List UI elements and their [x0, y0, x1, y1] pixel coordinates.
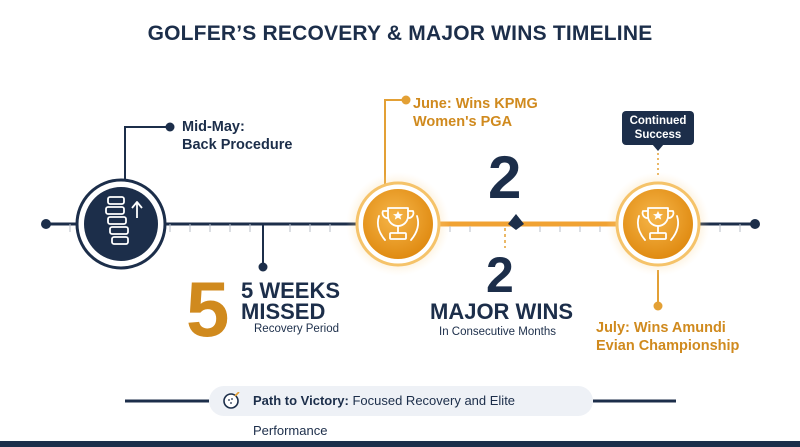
july-dot: [653, 301, 663, 311]
timeline-end-dot: [750, 219, 760, 229]
timeline-start-dot: [41, 219, 51, 229]
path-to-victory-banner: Path to Victory: Focused Recovery and El…: [209, 386, 593, 438]
page-title: GOLFER’S RECOVERY & MAJOR WINS TIMELINE: [147, 22, 653, 45]
mid-may-line1: Mid-May:: [182, 119, 245, 135]
trophy-icon: [376, 207, 420, 241]
june-label: June: Wins KPMG Women's PGA: [413, 95, 538, 131]
june-dot: [401, 95, 411, 105]
weeks-line1: 5 WEEKS: [241, 278, 341, 303]
continued-success-bubble: Continued Success: [622, 111, 694, 145]
june-connector: [384, 99, 405, 185]
major-wins-number: 2: [486, 247, 514, 303]
footer-text: Focused Recovery and Elite Performance: [253, 393, 516, 438]
continued-line2: Success: [634, 129, 682, 141]
consecutive-caption: In Consecutive Months: [439, 326, 556, 338]
wins-top-number: 2: [488, 144, 522, 211]
mid-may-dot: [165, 122, 175, 132]
continued-line1: Continued: [629, 115, 687, 127]
june-trophy-node: [346, 172, 450, 276]
timeline-ticks: [69, 224, 741, 232]
weeks-line2: MISSED: [241, 299, 326, 324]
bubble-tail: [652, 144, 664, 151]
wins-marker-triangle: [508, 214, 524, 230]
golf-ball-icon: [223, 392, 240, 409]
weeks-missed-label: 5 WEEKS MISSED: [241, 278, 341, 324]
mid-may-connector: [124, 126, 168, 180]
mid-may-label: Mid-May: Back Procedure: [182, 118, 292, 154]
spine-icon: [105, 196, 143, 245]
july-line1: July: Wins Amundi: [596, 320, 726, 336]
recovery-dot: [258, 262, 268, 272]
recovery-caption: Recovery Period: [254, 323, 340, 335]
bottom-accent-bar: [0, 441, 800, 447]
spine-node: [75, 178, 167, 270]
june-line2: Women's PGA: [413, 114, 513, 130]
weeks-missed-number: 5: [186, 265, 230, 353]
july-label: July: Wins Amundi Evian Championship: [596, 319, 739, 355]
trophy-icon: [636, 207, 680, 241]
footer-bold: Path to Victory:: [253, 393, 349, 408]
july-line2: Evian Championship: [596, 338, 740, 354]
july-trophy-node: [606, 172, 710, 276]
june-line1: June: Wins KPMG: [413, 96, 538, 112]
mid-may-line2: Back Procedure: [182, 137, 293, 153]
major-wins-label: MAJOR WINS: [430, 299, 573, 324]
